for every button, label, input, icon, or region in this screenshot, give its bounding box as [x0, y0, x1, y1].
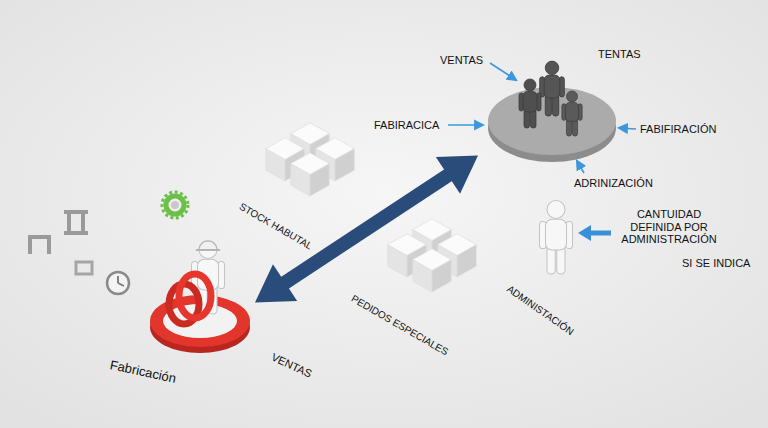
arrow-head [436, 156, 478, 194]
arrow-shaft [279, 171, 454, 286]
leader-arrow [577, 161, 584, 173]
leader-arrow [490, 63, 516, 80]
icon-frame [64, 212, 88, 233]
pointer-arrow [589, 231, 611, 236]
icon-box [76, 262, 92, 274]
callout-label: FABIFIRACIÓN [640, 123, 716, 136]
icon-frame [30, 237, 49, 254]
team-figure [540, 61, 565, 116]
team-platform: TENTAS [478, 40, 648, 190]
leader-arrow [448, 124, 483, 126]
node-text: ADMINISTACIÓN [505, 283, 576, 338]
clock-icon [107, 272, 129, 294]
stock-cube [291, 153, 329, 196]
flow-label: VENTAS [269, 351, 313, 381]
pointer-arrow-head [578, 225, 591, 241]
stock-group: STOCK HABUTAL [225, 115, 365, 256]
hard-hat [199, 241, 217, 250]
node-text: TENTAS [598, 48, 641, 61]
clock-hands [118, 276, 124, 286]
note-text: SI SE INDICA [682, 257, 750, 270]
callout-label: ADRINIZACIÓN [574, 177, 653, 190]
orders-group: PEDIDOS ESPECIALES [345, 225, 485, 362]
callout-label: FABIRACICA [374, 119, 439, 132]
team-figure [562, 91, 582, 136]
admin-figure-area: ADMINISTACIÓN [495, 185, 605, 342]
team-figure [519, 79, 541, 128]
arrow-head [255, 264, 297, 302]
gear-teeth [162, 192, 188, 218]
gear-icon [166, 196, 184, 214]
leader-arrow [619, 128, 636, 129]
hard-hat-brim [196, 249, 220, 251]
order-cube [413, 249, 451, 292]
red-ring [179, 274, 211, 318]
node-text: Fabricación [108, 358, 177, 387]
note-text: CANTUIDAD DEFINIDA POR ADMINISTRACIÓN [616, 208, 722, 246]
gear-hub [171, 201, 179, 209]
node-text: STOCK HABUTAL [237, 201, 314, 252]
production-station: Fabricación [100, 190, 255, 391]
callout-label: VENTAS [440, 54, 483, 67]
node-text: PEDIDOS ESPECIALES [349, 293, 450, 358]
admin-figure [540, 201, 573, 275]
